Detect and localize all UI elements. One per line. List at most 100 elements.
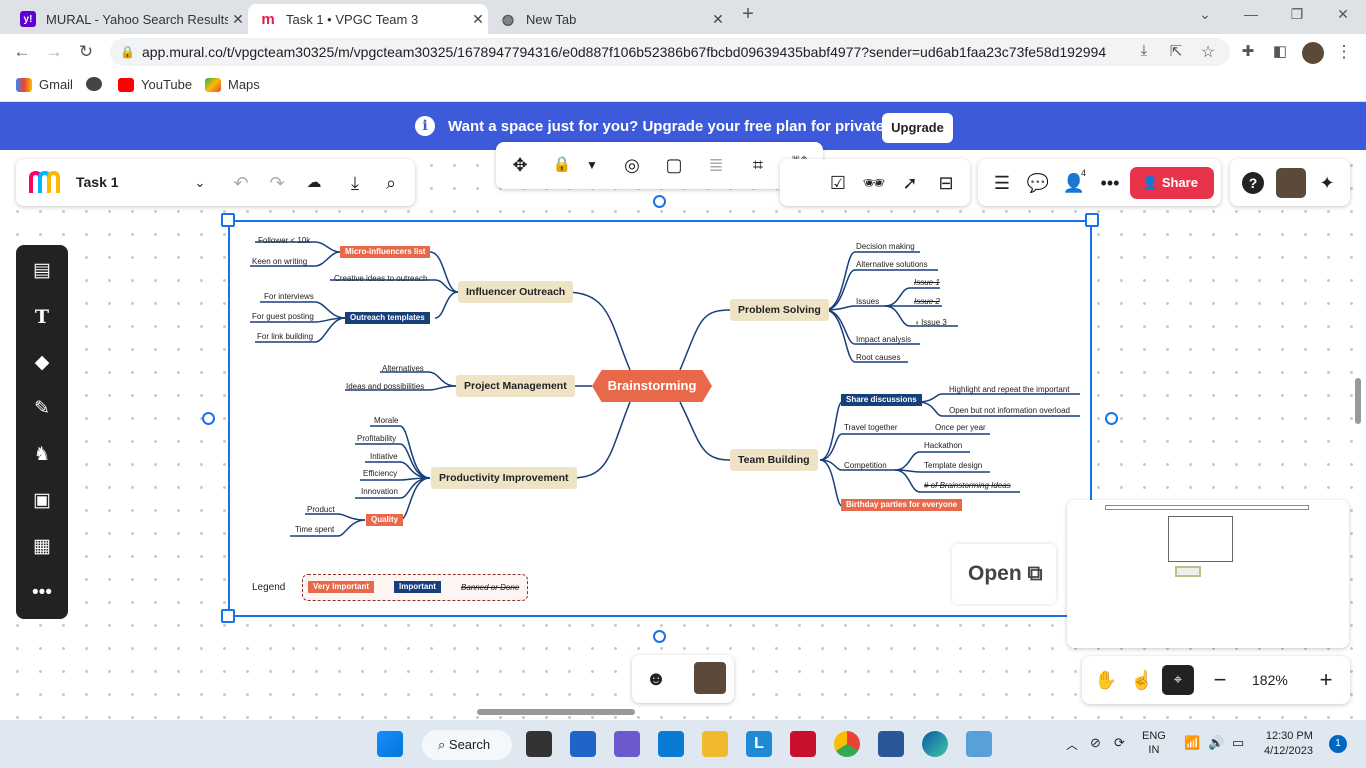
border-icon[interactable]: ▢ — [665, 155, 683, 175]
tag-important[interactable]: Outreach templates — [345, 312, 430, 324]
crop-icon[interactable]: ⌗ — [752, 155, 764, 175]
topic-productivity-improvement[interactable]: Productivity Improvement — [431, 467, 577, 489]
sparkle-icon[interactable]: ✦ — [1319, 173, 1335, 193]
minimap[interactable] — [1067, 500, 1349, 648]
teams-icon[interactable] — [614, 731, 640, 757]
tray-app-icon[interactable]: ⊘ — [1090, 735, 1101, 750]
resize-handle[interactable] — [653, 630, 666, 643]
minimap-viewport[interactable] — [1168, 516, 1233, 562]
mindmap-label[interactable]: Profitability — [357, 434, 397, 443]
share-page-icon[interactable]: ⇱ — [1169, 43, 1183, 60]
mindmap-label[interactable]: Issues — [856, 297, 880, 306]
mindmap-label[interactable]: Morale — [374, 416, 399, 425]
mindmap-label[interactable]: Alternatives — [382, 364, 424, 373]
mindmap-label[interactable]: Alternative solutions — [856, 260, 928, 269]
resize-handle[interactable] — [1085, 213, 1099, 227]
mindmap-label[interactable]: Impact analysis — [856, 335, 912, 344]
resize-handle[interactable] — [1105, 412, 1118, 425]
shapes-icon[interactable]: ◆ — [34, 352, 50, 373]
icons-icon[interactable]: ♞ — [33, 444, 51, 465]
mindmap-label[interactable]: Innovation — [361, 487, 398, 496]
side-panel-icon[interactable]: ◧ — [1272, 43, 1288, 60]
lock-icon[interactable]: 🔒 — [552, 156, 572, 173]
mural-name[interactable]: Task 1 — [76, 174, 119, 190]
mindmap-label[interactable]: Keen on writing — [252, 257, 308, 266]
download-icon[interactable]: ⤓ — [1140, 42, 1148, 59]
caret-down-icon[interactable]: ▼ — [586, 158, 598, 172]
bookmark-gmail[interactable]: Gmail — [16, 77, 73, 92]
mindmap-label[interactable]: Hackathon — [924, 441, 963, 450]
mindmap-label[interactable]: For link building — [257, 332, 314, 341]
notification-badge[interactable]: 1 — [1329, 735, 1347, 753]
tag-important[interactable]: Share discussions — [841, 394, 922, 406]
comment-icon[interactable]: 💬 — [1026, 173, 1050, 193]
restore-button[interactable]: ❐ — [1290, 6, 1304, 22]
task-view-icon[interactable] — [526, 731, 552, 757]
mindmap-label[interactable]: Template design — [924, 461, 983, 470]
mindmap-label[interactable]: Creative ideas to outreach — [334, 274, 428, 283]
taskbar-search[interactable]: ⌕ Search — [422, 730, 512, 760]
mindmap-label-done[interactable]: Issue 2 — [914, 297, 940, 306]
emoji-icon[interactable]: ☻ — [645, 668, 667, 690]
tray-sync-icon[interactable]: ⟳ — [1114, 735, 1125, 750]
cloud-saved-icon[interactable]: ☁ — [306, 174, 322, 191]
horizontal-scrollbar[interactable] — [477, 709, 635, 715]
reload-icon[interactable]: ↻ — [78, 42, 94, 61]
app-l-icon[interactable]: L — [746, 731, 772, 757]
touch-icon[interactable]: ☝ — [1130, 670, 1154, 690]
mindmap-label[interactable]: Time spent — [295, 525, 335, 534]
mindmap-label[interactable]: For interviews — [264, 292, 314, 301]
more-icon[interactable]: ••• — [1100, 173, 1120, 193]
mindmap-label[interactable]: Product — [307, 505, 335, 514]
tab-mural[interactable]: m Task 1 • VPGC Team 3 ✕ — [248, 4, 488, 34]
tab-search-icon[interactable]: ⌄ — [1199, 6, 1211, 22]
pointer-icon[interactable]: ➚ — [902, 173, 918, 193]
resize-handle[interactable] — [202, 412, 215, 425]
bookmark-youtube[interactable]: YouTube — [118, 77, 192, 92]
mindmap-label[interactable]: Competition — [844, 461, 887, 470]
topic-problem-solving[interactable]: Problem Solving — [730, 299, 829, 321]
tab-yahoo[interactable]: y! MURAL - Yahoo Search Results ✕ — [8, 4, 248, 34]
search-icon[interactable]: ⌕ — [385, 173, 397, 193]
mindmap-label[interactable]: Follower < 10k — [258, 236, 311, 245]
toolbox-icon[interactable]: ⊟ — [938, 173, 954, 193]
undo-icon[interactable]: ↶ — [233, 173, 249, 193]
checkbox-icon[interactable]: ☑ — [829, 173, 847, 193]
mindmap-label[interactable]: For guest posting — [252, 312, 314, 321]
mindmap-label[interactable]: Highlight and repeat the important — [949, 385, 1070, 394]
mindmap-label[interactable]: ◑ Issue 3 — [914, 318, 947, 327]
resize-handle[interactable] — [221, 609, 235, 623]
download-icon[interactable]: ⤓ — [351, 173, 359, 193]
store-icon[interactable] — [658, 731, 684, 757]
chrome-icon[interactable] — [834, 731, 860, 757]
profile-avatar[interactable] — [1302, 42, 1324, 64]
members-icon[interactable]: 👤 — [1062, 173, 1086, 193]
close-window-button[interactable]: ✕ — [1337, 6, 1349, 22]
new-tab-button[interactable]: + — [742, 3, 754, 25]
url-field[interactable]: 🔒 app.mural.co/t/vpgcteam30325/m/vpgctea… — [110, 38, 1230, 66]
tray-chevron-icon[interactable]: ︿ — [1066, 738, 1079, 752]
select-mode-icon[interactable]: ⌖ — [1162, 665, 1194, 695]
more-tools-icon[interactable]: ••• — [32, 582, 52, 603]
topic-influencer-outreach[interactable]: Influencer Outreach — [458, 281, 574, 303]
text-format-icon[interactable]: ≣ — [708, 155, 724, 175]
tag-very-important[interactable]: Micro-influencers list — [340, 246, 431, 258]
hide-icon[interactable]: ◎ — [624, 155, 640, 175]
zoom-in-icon[interactable]: + — [1319, 667, 1333, 692]
zoom-out-icon[interactable]: − — [1213, 667, 1227, 692]
bookmark-globe[interactable] — [86, 77, 109, 91]
wifi-icon[interactable]: 📶 — [1184, 735, 1201, 750]
mindmap-label[interactable]: Ideas and possibilities — [346, 382, 425, 391]
zoom-level[interactable]: 182% — [1252, 672, 1288, 688]
resize-handle[interactable] — [221, 213, 235, 227]
file-explorer-icon[interactable] — [702, 731, 728, 757]
close-icon[interactable]: ✕ — [712, 10, 724, 27]
help-icon[interactable]: ? — [1242, 172, 1264, 194]
star-icon[interactable]: ☆ — [1200, 44, 1216, 61]
edge-icon[interactable] — [922, 731, 948, 757]
mindmap-label-done[interactable]: # of Brainstorming Ideas — [924, 481, 1011, 490]
extensions-icon[interactable]: ✚ — [1241, 43, 1255, 60]
mindmap-label[interactable]: Decision making — [856, 242, 915, 251]
